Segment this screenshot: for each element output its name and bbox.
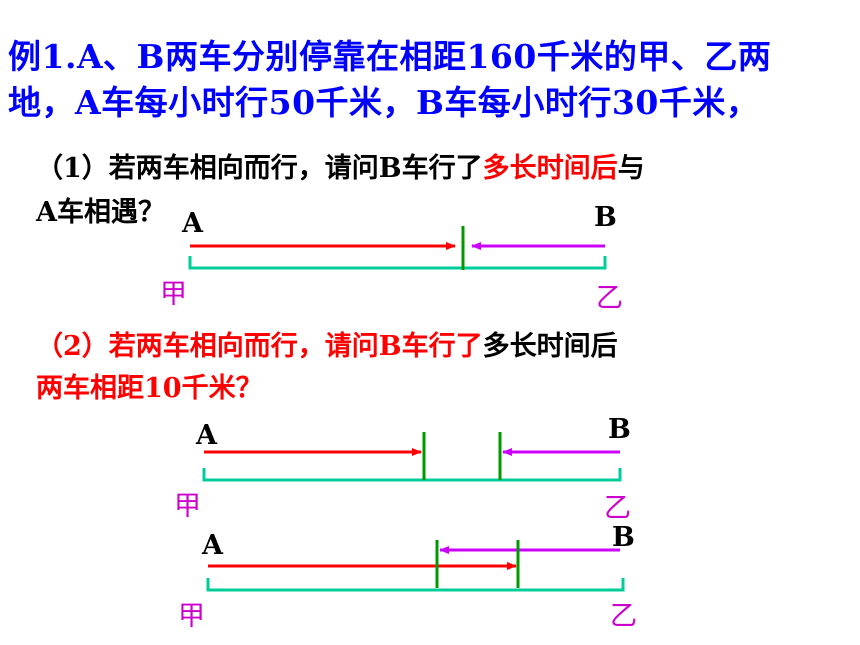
question-2-text: （2）若两车相向而行，请问B车行了 — [36, 331, 483, 362]
question-1-line-2: A车相遇？ — [36, 197, 165, 228]
diagram-2-car-a-label: A — [196, 420, 217, 451]
diagram-2-place-a-label: 甲 — [174, 491, 201, 522]
question-1-text: （1）若两车相向而行，请问B车行了 — [36, 153, 483, 184]
diagram-1-place-b-label: 乙 — [596, 283, 623, 314]
question-1-line-1: （1）若两车相向而行，请问B车行了多长时间后与 — [36, 146, 645, 185]
diagram-3-place-a-label: 甲 — [178, 601, 205, 632]
diagram-2-place-b-label: 乙 — [604, 493, 631, 524]
problem-title-line-2: 地，A车每小时行50千米，B车每小时行30千米， — [8, 83, 760, 122]
diagram-3-road — [206, 578, 625, 592]
diagram-1-meeting — [188, 226, 607, 270]
question-2-highlight: 多长时间后 — [482, 331, 618, 362]
question-2-line-2: 两车相距10千米？ — [36, 373, 263, 404]
diagram-3-car-a-label: A — [202, 530, 223, 561]
question-1-highlight: 多长时间后 — [482, 153, 618, 184]
diagram-1-road — [188, 256, 607, 270]
diagram-2-car-b-label: B — [608, 414, 631, 445]
problem-title-line-1: 例1.A、B两车分别停靠在相距160千米的甲、乙两 — [8, 37, 772, 76]
diagram-1-car-a-label: A — [182, 208, 203, 239]
question-1-tail: 与 — [617, 153, 645, 184]
diagram-2-road — [202, 468, 622, 482]
question-2-line-1: （2）若两车相向而行，请问B车行了多长时间后 — [36, 324, 618, 363]
diagram-3-car-b-label: B — [612, 522, 635, 553]
diagram-1-car-b-label: B — [594, 202, 617, 233]
diagram-3-after-meeting — [206, 540, 625, 592]
diagram-3-place-b-label: 乙 — [610, 601, 637, 632]
diagram-1-place-a-label: 甲 — [160, 279, 187, 310]
diagram-2-before-meeting — [202, 432, 622, 482]
